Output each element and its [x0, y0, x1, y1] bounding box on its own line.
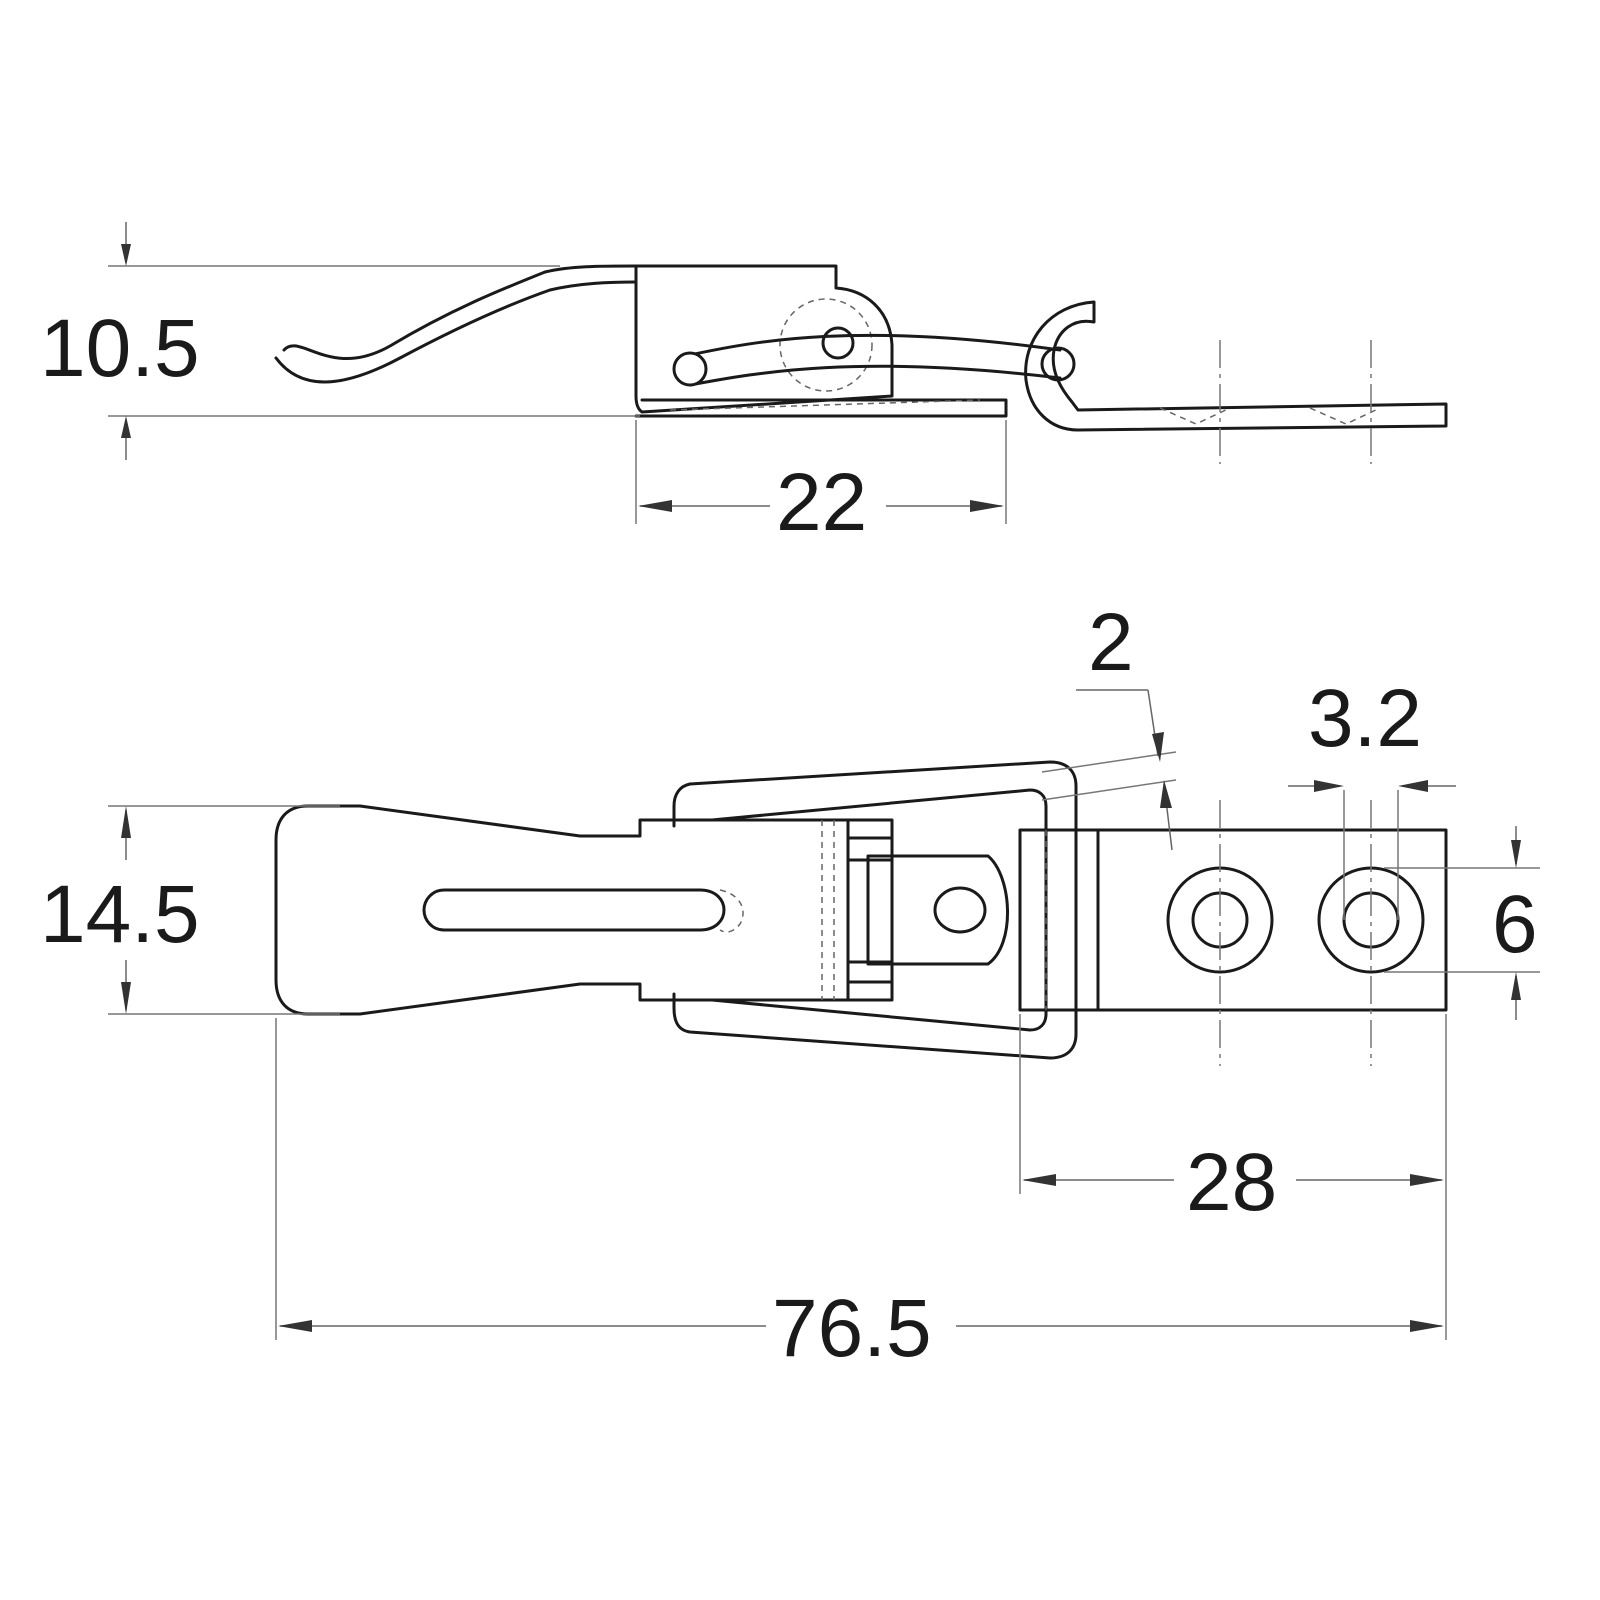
- dim-overall-length-label: 76.5: [772, 1283, 932, 1374]
- top-lever-slot: [422, 888, 726, 932]
- dim-side-width-label: 22: [776, 457, 867, 548]
- dim-arrow: [1160, 780, 1172, 808]
- dim-arrow: [1511, 972, 1521, 1000]
- dim-hole-diameter-label: 3.2: [1308, 673, 1422, 764]
- top-wire-left: [672, 782, 692, 828]
- side-keeper-hidden: [1159, 407, 1381, 425]
- dim-arrow: [1314, 780, 1344, 792]
- dim-arrow: [1022, 1174, 1056, 1186]
- side-view: [274, 264, 1448, 464]
- dim-arrow: [638, 500, 672, 512]
- top-dimensions: 14.5 2 3.2 6 28: [40, 597, 1540, 1374]
- side-pivot-hole: [821, 326, 855, 360]
- top-lever: [274, 804, 850, 1016]
- dim-keeper-length-label: 28: [1186, 1137, 1277, 1228]
- side-wire-lower: [688, 364, 1062, 387]
- dim-arrow: [1398, 780, 1428, 792]
- ext-line: [1041, 779, 1177, 801]
- top-hinge: [846, 818, 894, 1002]
- dim-arrow: [1511, 840, 1521, 868]
- dim-arrow: [278, 1320, 312, 1332]
- ext-line: [1041, 751, 1177, 773]
- top-wire-loop: [672, 760, 1078, 1060]
- side-body: [634, 264, 894, 414]
- side-base-plate: [634, 398, 1008, 418]
- dim-arrow: [121, 416, 131, 438]
- dim-thickness-label: 2: [1088, 597, 1134, 688]
- side-keeper-hook: [1024, 300, 1448, 432]
- top-view: [274, 760, 1448, 1066]
- top-slot-hidden: [719, 889, 744, 933]
- side-lever: [282, 264, 638, 360]
- dim-arrow: [1410, 1320, 1444, 1332]
- side-wire-upper: [688, 333, 1062, 357]
- side-dimensions: 10.5 22: [40, 222, 1007, 548]
- top-tongue-hole: [933, 886, 987, 934]
- dim-side-height-label: 10.5: [40, 303, 200, 394]
- top-tongue: [866, 854, 1009, 966]
- side-plate-hidden: [669, 399, 981, 411]
- side-wire-end: [672, 351, 708, 387]
- side-pivot-hidden: [779, 298, 873, 392]
- dim-plate-height-label: 6: [1492, 879, 1538, 970]
- dim-arrow: [1152, 732, 1164, 762]
- dim-arrow: [121, 244, 131, 266]
- dim-arrow: [970, 500, 1004, 512]
- side-keeper-bend: [1040, 346, 1076, 382]
- dim-arrow: [1410, 1174, 1444, 1186]
- dim-overall-height-label: 14.5: [40, 869, 200, 960]
- top-hinge-lines: [846, 836, 894, 984]
- side-lever-edge: [274, 280, 638, 384]
- top-wire-loop-inner: [710, 788, 1048, 1032]
- dim-arrow: [121, 806, 131, 838]
- dim-arrow: [121, 982, 131, 1014]
- top-keeper-plate: [1018, 828, 1448, 1012]
